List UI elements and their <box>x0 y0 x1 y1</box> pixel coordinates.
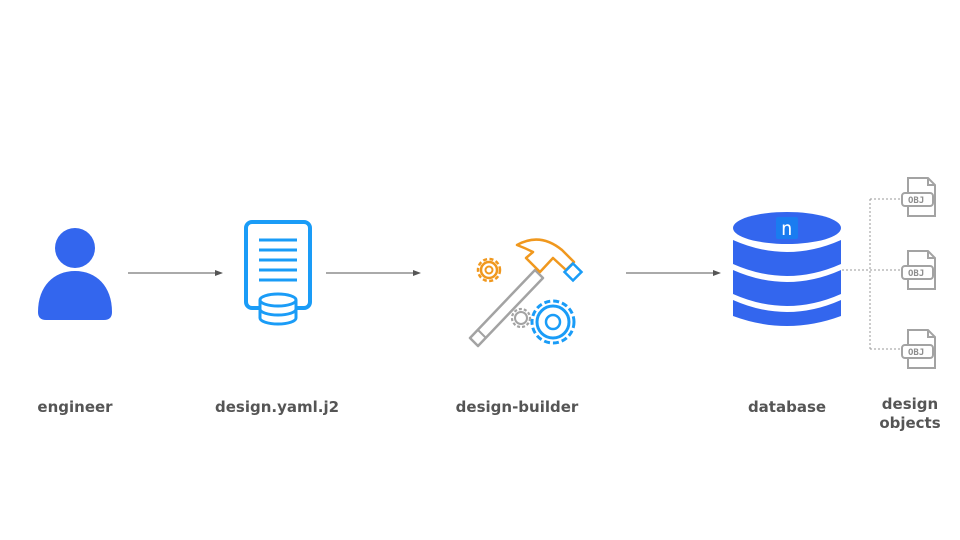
engineer-label: engineer <box>37 398 113 416</box>
design-objects-label-line1: design <box>881 395 939 413</box>
hammer-head <box>515 238 584 283</box>
logo-letter: n <box>781 218 792 240</box>
obj-file-icon: OBJ <box>901 250 936 290</box>
gray-gear-icon <box>510 307 532 329</box>
obj-file-icon: OBJ <box>901 329 936 369</box>
yaml-template-icon <box>244 220 312 326</box>
builder-label: design-builder <box>455 398 579 416</box>
template-label: design.yaml.j2 <box>214 398 340 416</box>
large-gear-icon <box>530 299 576 345</box>
hammer-gears-icon <box>468 238 584 348</box>
obj-label: OBJ <box>908 348 924 358</box>
design-objects-label-line2: objects <box>879 414 941 432</box>
database-label: database <box>747 398 827 416</box>
hammer-handle <box>468 268 545 348</box>
small-gear-icon <box>476 257 502 283</box>
user-icon <box>38 228 112 320</box>
obj-label: OBJ <box>908 196 924 206</box>
object-connectors <box>842 198 900 350</box>
mini-database-icon <box>258 292 298 326</box>
design-objects-label: design objects <box>870 395 950 433</box>
obj-label: OBJ <box>908 269 924 279</box>
database-icon: n <box>733 212 841 326</box>
obj-file-icon: OBJ <box>901 177 936 217</box>
nautobot-logo-icon: n <box>776 217 798 240</box>
